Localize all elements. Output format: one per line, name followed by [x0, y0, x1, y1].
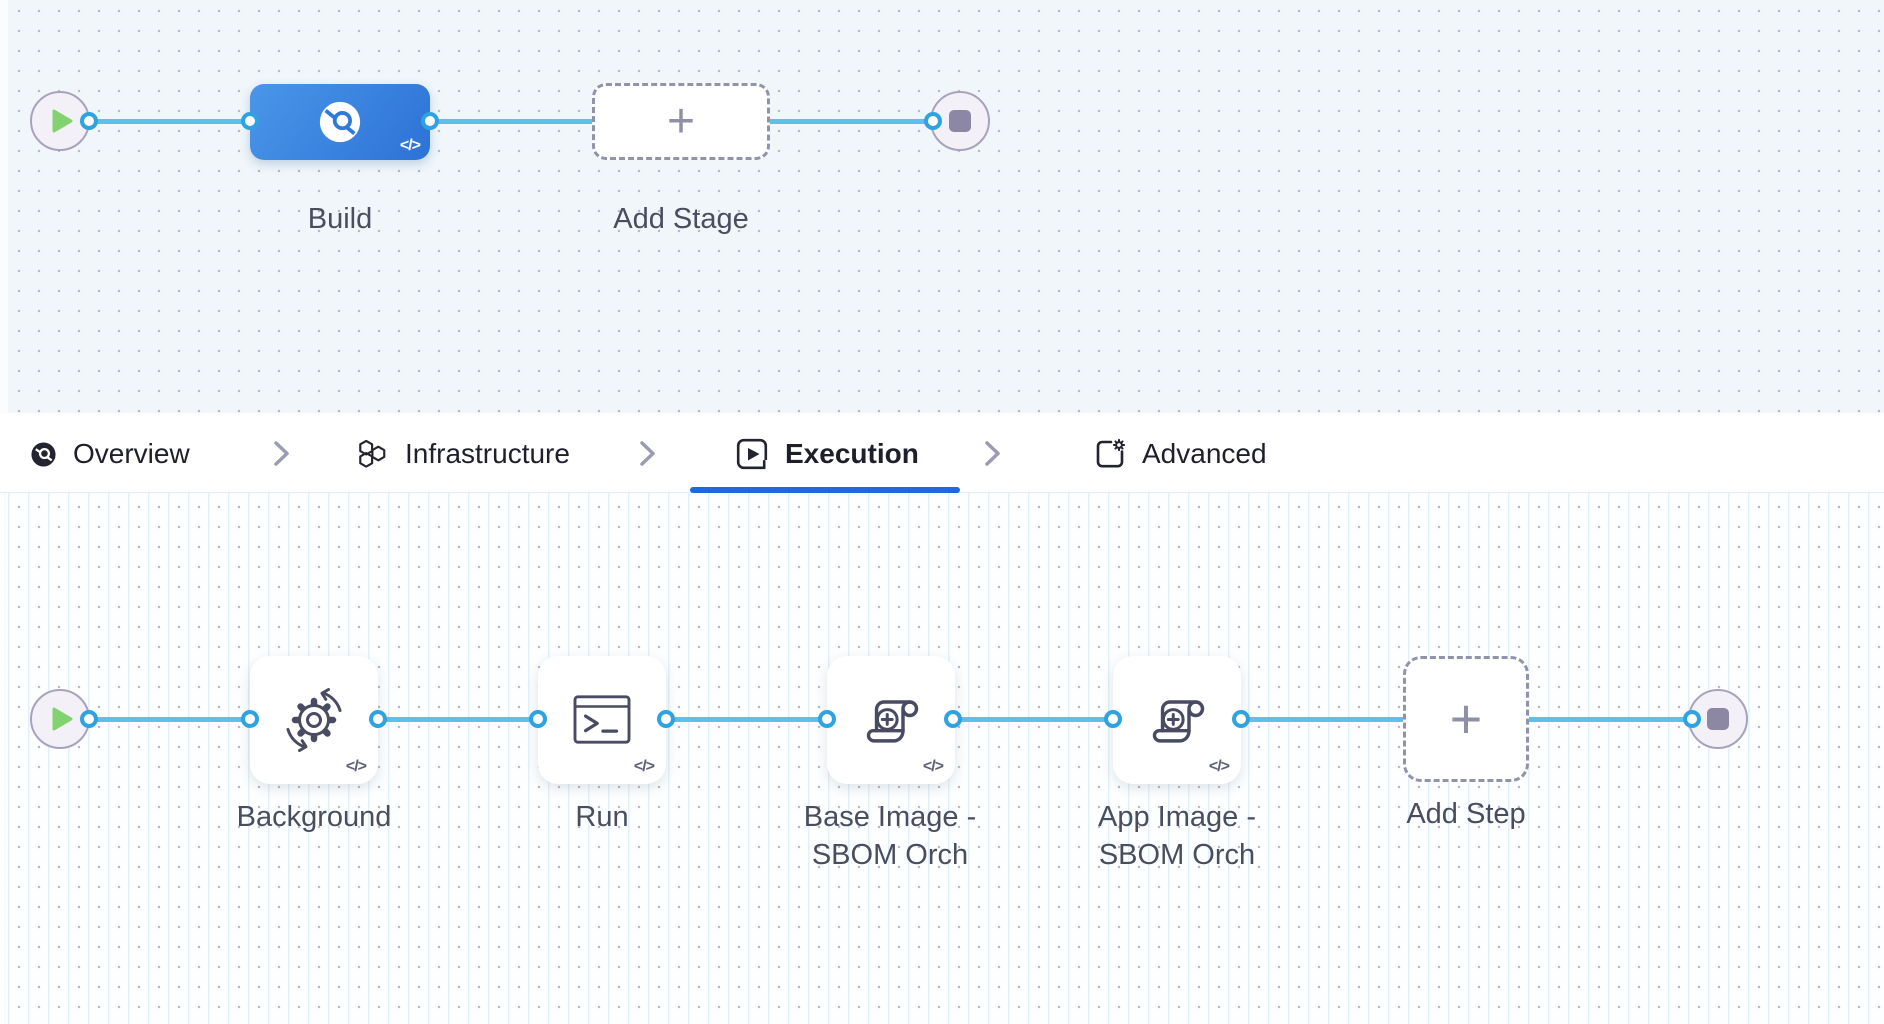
- execution-end-node[interactable]: [1688, 689, 1748, 749]
- plus-icon: +: [666, 94, 696, 148]
- chevron-right-icon: [272, 440, 292, 467]
- tab-label: Execution: [785, 438, 919, 469]
- play-icon: [52, 109, 73, 133]
- connector-line: [666, 717, 827, 722]
- connector-line: [953, 717, 1113, 722]
- tab-label: Overview: [73, 438, 190, 469]
- add-stage-button[interactable]: +: [592, 83, 770, 160]
- connector-dot[interactable]: [241, 710, 259, 728]
- service-gear-sync-icon: [282, 688, 346, 752]
- add-step-label: Add Step: [1406, 798, 1526, 830]
- chevron-right-icon: [638, 440, 658, 467]
- connector-dot[interactable]: [1683, 710, 1701, 728]
- chevron-right-icon: [983, 440, 1003, 467]
- ci-stage-icon: [317, 99, 363, 145]
- code-view-glyph: </>: [1208, 758, 1230, 775]
- tab-advanced[interactable]: Advanced: [1094, 434, 1267, 474]
- connector-dot[interactable]: [1232, 710, 1250, 728]
- canvas-edge: [0, 493, 8, 1024]
- tab-infrastructure[interactable]: Infrastructure: [356, 434, 570, 474]
- connector-dot[interactable]: [241, 112, 259, 130]
- connector-dot[interactable]: [421, 112, 439, 130]
- step-label: Background: [236, 801, 392, 833]
- play-icon: [52, 707, 73, 731]
- add-stage-label: Add Stage: [613, 203, 749, 235]
- terminal-icon: [571, 693, 633, 747]
- tab-overview[interactable]: Overview: [30, 434, 190, 474]
- connector-dot[interactable]: [924, 112, 942, 130]
- stop-icon: [1707, 708, 1729, 730]
- connector-dot[interactable]: [1104, 710, 1122, 728]
- code-view-glyph: </>: [345, 758, 367, 775]
- step-node-run[interactable]: </>: [538, 656, 666, 784]
- connector-dot[interactable]: [529, 710, 547, 728]
- connector-line: [89, 119, 250, 124]
- connector-dot[interactable]: [944, 710, 962, 728]
- step-node-background[interactable]: </>: [250, 656, 378, 784]
- sbom-scroll-plus-icon: [1145, 690, 1209, 750]
- code-view-glyph: </>: [633, 758, 655, 775]
- add-step-button[interactable]: +: [1403, 656, 1529, 782]
- connector-dot[interactable]: [657, 710, 675, 728]
- sbom-scroll-plus-icon: [859, 690, 923, 750]
- connector-line: [378, 717, 538, 722]
- canvas-edge: [0, 0, 8, 413]
- connector-dot[interactable]: [369, 710, 387, 728]
- connector-dot[interactable]: [80, 112, 98, 130]
- active-tab-underline: [690, 487, 960, 493]
- stage-tab-bar: Overview Infrastructure: [0, 413, 1884, 493]
- code-view-glyph: </>: [399, 137, 421, 154]
- ci-overview-icon: [30, 441, 57, 468]
- execution-icon: [735, 437, 769, 471]
- stage-canvas[interactable]: </> + Build Add Stage: [0, 0, 1884, 413]
- step-label: App Image - SBOM Orch: [1098, 801, 1256, 871]
- connector-line: [89, 717, 250, 722]
- advanced-gear-icon: [1094, 438, 1126, 470]
- pipeline-start-node[interactable]: [30, 91, 90, 151]
- execution-canvas[interactable]: </> </>: [0, 493, 1884, 1024]
- step-label: Base Image - SBOM Orch: [803, 801, 977, 871]
- stop-icon: [949, 110, 971, 132]
- tab-execution[interactable]: Execution: [735, 434, 919, 474]
- hexagons-icon: [356, 438, 389, 471]
- code-view-glyph: </>: [922, 758, 944, 775]
- step-label: Run: [575, 801, 629, 833]
- tab-label: Infrastructure: [405, 438, 570, 469]
- connector-dot[interactable]: [818, 710, 836, 728]
- plus-icon: +: [1449, 687, 1483, 750]
- step-node-app-image-sbom[interactable]: </>: [1113, 656, 1241, 784]
- step-node-base-image-sbom[interactable]: </>: [827, 656, 955, 784]
- tab-label: Advanced: [1142, 438, 1267, 469]
- stage-node-build[interactable]: </>: [250, 84, 430, 160]
- stage-label: Build: [307, 203, 373, 235]
- connector-dot[interactable]: [80, 710, 98, 728]
